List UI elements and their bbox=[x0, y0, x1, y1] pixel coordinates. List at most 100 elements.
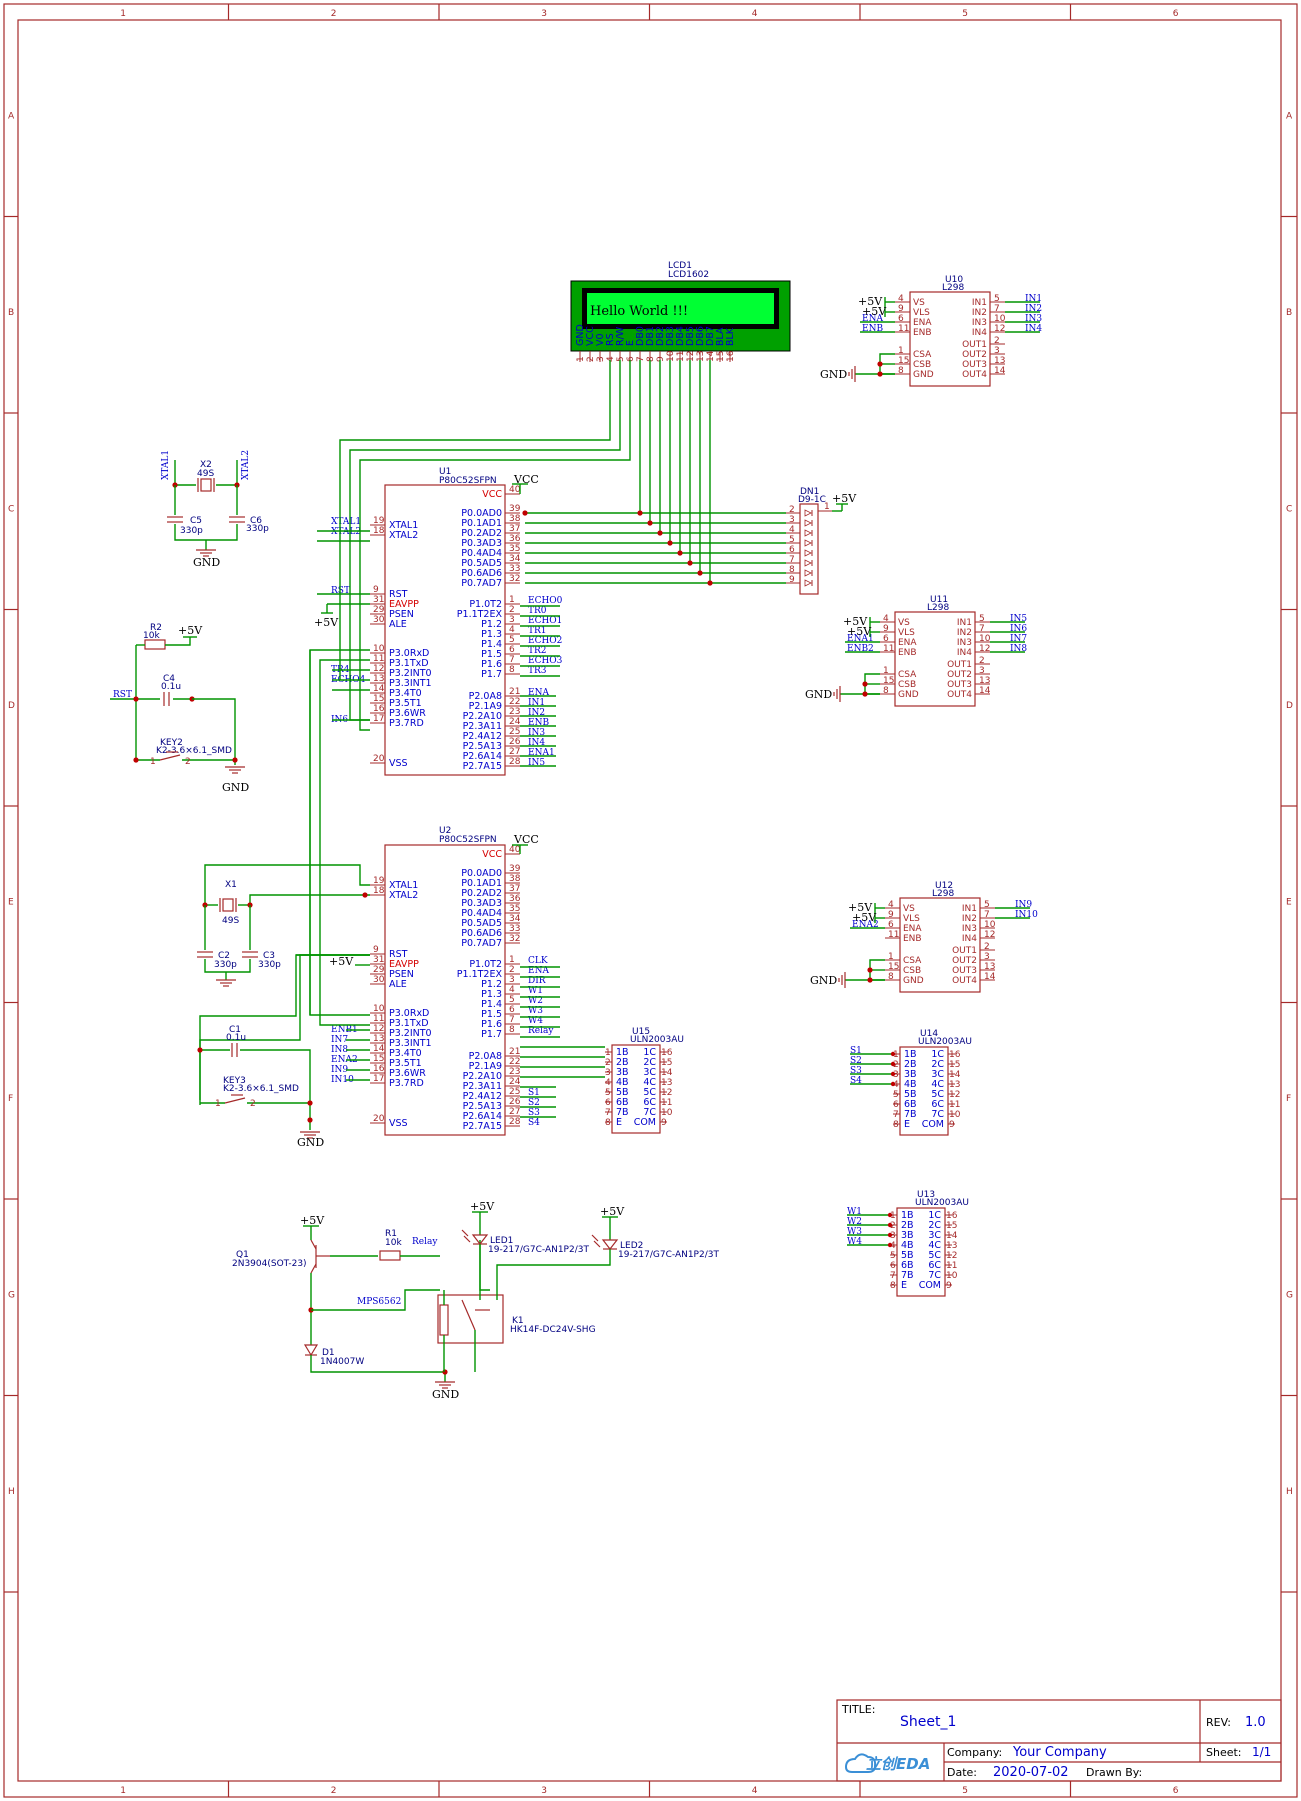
mcu-net-label: ENA bbox=[528, 688, 549, 698]
uln-value: ULN2003AU bbox=[915, 1198, 969, 1208]
l298-pin-num: 10 bbox=[984, 920, 996, 930]
mcu-pin-name: P0.2AD2 bbox=[461, 888, 502, 899]
l298-pin-num: 1 bbox=[898, 346, 904, 356]
row-label-left: C bbox=[8, 504, 14, 514]
l298-gnd-label: GND bbox=[810, 974, 837, 987]
mcu-net-label: W4 bbox=[528, 1016, 543, 1026]
mcu-net-label: IN9 bbox=[331, 1065, 348, 1075]
l298-pin-name: IN2 bbox=[957, 628, 972, 638]
uln-net-label: S4 bbox=[850, 1076, 862, 1086]
l298-pin-name: GND bbox=[913, 370, 934, 380]
mcu-pin-num: 18 bbox=[373, 886, 385, 896]
l298-pin-num: 1 bbox=[888, 952, 894, 962]
mcu-net-label: IN1 bbox=[528, 698, 545, 708]
relay-gnd-label: GND bbox=[432, 1388, 459, 1401]
c5-ref: C5 bbox=[190, 516, 202, 526]
l298-pin-num: 5 bbox=[984, 900, 990, 910]
mcu-pin-name: PSEN bbox=[389, 609, 414, 620]
mcu-pin-num: 31 bbox=[373, 955, 384, 965]
l298-pwr-label: +5V bbox=[852, 911, 877, 924]
l298-pin-num: 1 bbox=[883, 666, 889, 676]
mcu-pin-num: 11 bbox=[373, 1014, 384, 1024]
uln-pin-name: E bbox=[901, 1280, 907, 1291]
mcu-pin-num: 34 bbox=[509, 914, 521, 924]
reset-gnd-label: GND bbox=[222, 781, 249, 794]
l298-net-label: IN3 bbox=[1025, 314, 1042, 324]
mcu-pin-num: 28 bbox=[509, 1117, 521, 1127]
l298-pin-name: GND bbox=[903, 976, 924, 986]
uln-pin-name: 6C bbox=[928, 1260, 941, 1271]
mcu-pin-num: 10 bbox=[373, 644, 385, 654]
k1-ref: K1 bbox=[512, 1316, 524, 1326]
mcu-pin-name: P0.1AD1 bbox=[461, 518, 502, 529]
uln-pin-num: 15 bbox=[949, 1060, 960, 1070]
mcu-pin-num: 11 bbox=[373, 654, 384, 664]
u1-ea-pwr-label: +5V bbox=[314, 616, 339, 629]
uln-ref: U15 bbox=[632, 1027, 650, 1037]
l298-pin-num: 11 bbox=[888, 930, 899, 940]
l298-net-label: ENA bbox=[862, 314, 883, 324]
mcu-pin-num: 38 bbox=[509, 874, 521, 884]
mcu-pin-name: VCC bbox=[482, 849, 502, 860]
l298-pin-num: 15 bbox=[883, 676, 894, 686]
reset-circuit-u1: R2 10k +5V RST C4 0.1u KEY2 K2-3.6×6.1_S… bbox=[110, 623, 249, 794]
mcu-net-label: S4 bbox=[528, 1118, 540, 1128]
uln-net-label: W3 bbox=[847, 1227, 862, 1237]
uln-pin-name: E bbox=[616, 1117, 622, 1128]
col-label-top: 5 bbox=[962, 9, 968, 19]
mcu-net-label: TR0 bbox=[528, 606, 547, 616]
uln-pin-name: 3B bbox=[904, 1069, 917, 1080]
mcu-net-label: IN3 bbox=[528, 728, 545, 738]
uln-pin-num: 7 bbox=[890, 1271, 896, 1281]
c6-ref: C6 bbox=[250, 516, 262, 526]
l298-pin-name: VS bbox=[913, 298, 925, 308]
row-label-right: H bbox=[1286, 1487, 1293, 1497]
l298-pin-num: 12 bbox=[984, 930, 995, 940]
uln-pin-name: 2C bbox=[643, 1057, 656, 1068]
mcu-net-label: ENA2 bbox=[331, 1055, 358, 1065]
l298-pin-name: OUT4 bbox=[952, 976, 977, 986]
uln-pin-name: 6B bbox=[901, 1260, 914, 1271]
uln-pin-name: 4C bbox=[931, 1079, 944, 1090]
uln-pin-name: 6B bbox=[616, 1097, 629, 1108]
dn1-pin-num: 6 bbox=[789, 545, 795, 555]
mcu-pin-name: P0.5AD5 bbox=[461, 918, 502, 929]
l298-pwr-label: +5V bbox=[862, 305, 887, 318]
c3-ref: C3 bbox=[263, 951, 275, 961]
mcu-pin-num: 27 bbox=[509, 1107, 520, 1117]
uln-pin-num: 1 bbox=[890, 1211, 896, 1221]
uln-pin-num: 2 bbox=[893, 1060, 899, 1070]
uln-pin-name: 5B bbox=[901, 1250, 914, 1261]
mcu-pin-num: 33 bbox=[509, 564, 520, 574]
lcd-pin-name: DB3 bbox=[665, 326, 676, 346]
mcu-pin-name: P2.7A15 bbox=[463, 1121, 502, 1132]
l298-net-label: ENB bbox=[862, 324, 883, 334]
mcu-net-label: ENB1 bbox=[331, 1025, 358, 1035]
l298-pin-name: CSB bbox=[913, 360, 931, 370]
uln-pin-name: 3B bbox=[616, 1067, 629, 1078]
uln-pin-name: 6C bbox=[643, 1097, 656, 1108]
mcu-pin-num: 34 bbox=[509, 554, 521, 564]
mcu-pin-num: 36 bbox=[509, 894, 521, 904]
lcd-pin-name: DB2 bbox=[655, 326, 666, 346]
mcu-pin-num: 25 bbox=[509, 727, 520, 737]
mcu-pin-num: 9 bbox=[373, 585, 379, 595]
l298-pin-name: OUT3 bbox=[952, 966, 977, 976]
mcu-pin-name: P2.2A10 bbox=[463, 711, 502, 722]
mcu-pin-name: ALE bbox=[389, 619, 407, 630]
mcu-pin-name: P2.5A13 bbox=[463, 1101, 502, 1112]
col-label-bottom: 3 bbox=[541, 1786, 547, 1796]
lcd-pin-name: R/W bbox=[615, 326, 626, 346]
uln-pin-name: 1C bbox=[643, 1047, 656, 1058]
l298-pin-name: OUT4 bbox=[947, 690, 972, 700]
company-label: Company: bbox=[947, 1746, 1002, 1759]
l298-pin-name: ENB bbox=[898, 648, 917, 658]
l298-pin-num: 7 bbox=[979, 624, 985, 634]
r2-value: 10k bbox=[143, 631, 160, 641]
